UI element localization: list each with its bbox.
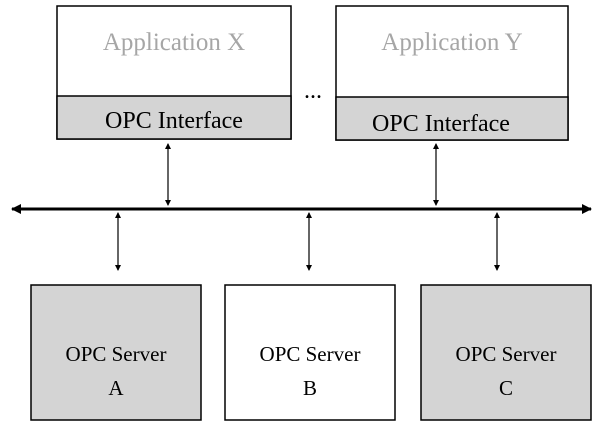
- opc-server-b-box: [224, 284, 396, 421]
- opc-server-c-box: [420, 284, 592, 421]
- more-applications-ellipsis: ...: [304, 78, 322, 104]
- opc-server-b-label: OPC Server: [260, 342, 361, 366]
- application-y-interface-box: [335, 96, 569, 141]
- application-y-title: Application Y: [381, 29, 522, 56]
- opc-server-c-letter: C: [499, 376, 513, 400]
- application-x-interface-label: OPC Interface: [105, 108, 243, 134]
- application-x-interface-box: [56, 95, 292, 140]
- application-y-interface-label: OPC Interface: [372, 111, 510, 137]
- opc-server-c-label: OPC Server: [456, 342, 557, 366]
- opc-server-a-block: OPC Server A: [30, 284, 202, 421]
- opc-server-b-letter: B: [303, 376, 317, 400]
- opc-server-a-label: OPC Server: [66, 342, 167, 366]
- application-y-block: Application Y OPC Interface: [335, 5, 569, 141]
- opc-server-b-block: OPC Server B: [224, 284, 396, 421]
- opc-server-c-block: OPC Server C: [420, 284, 592, 421]
- application-x-title: Application X: [103, 29, 245, 56]
- application-x-block: Application X OPC Interface: [56, 5, 292, 140]
- opc-server-a-letter: A: [108, 376, 124, 400]
- opc-server-a-box: [30, 284, 202, 421]
